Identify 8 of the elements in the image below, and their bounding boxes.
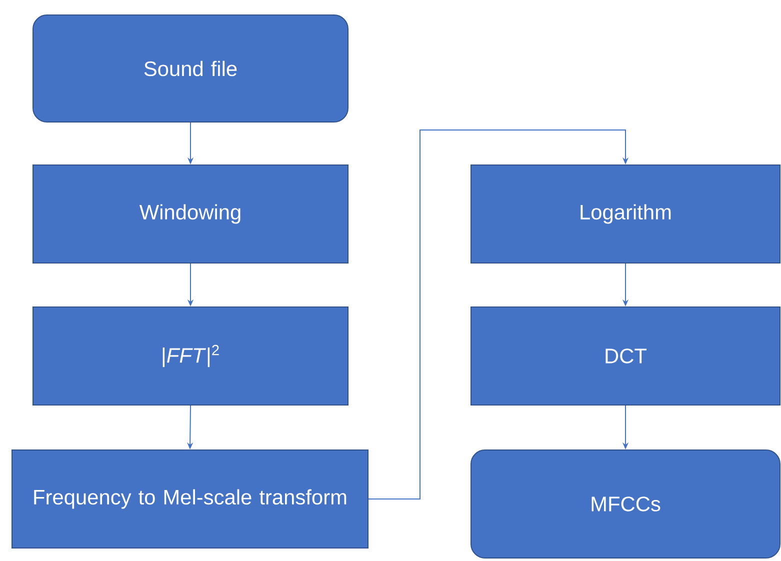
process-box: Windowing (32, 164, 348, 264)
process-box: DCT (470, 306, 780, 406)
process-box: |FFT|$^{2}$ (32, 306, 348, 406)
process-box: Frequency to Mel-scale transform (12, 450, 368, 548)
process-box: Logarithm (470, 164, 780, 264)
process-box: Sound file (32, 14, 348, 122)
arrow (368, 130, 629, 500)
process-box: MFCCs (470, 450, 780, 558)
